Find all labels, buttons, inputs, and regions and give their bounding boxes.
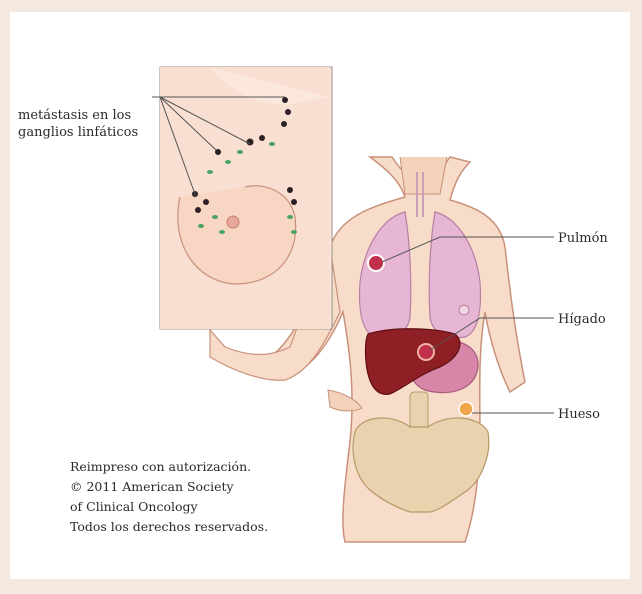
breast-inset: [160, 67, 332, 329]
lung-label: Pulmón: [558, 230, 608, 247]
bone-label: Hueso: [558, 406, 600, 423]
node-green: [269, 142, 275, 146]
node-dot: [281, 121, 287, 127]
copyright-credit: Reimpreso con autorización. © 2011 Ameri…: [70, 457, 268, 537]
node-dot: [195, 207, 201, 213]
credit-line: of Clinical Oncology: [70, 497, 268, 517]
node-green: [287, 215, 293, 219]
node-green: [212, 215, 218, 219]
node-green: [207, 170, 213, 174]
credit-line: Reimpreso con autorización.: [70, 457, 268, 477]
lung-tumor: [368, 255, 384, 271]
credit-line: © 2011 American Society: [70, 477, 268, 497]
node-dot: [247, 139, 254, 146]
lung-spot-2: [459, 305, 469, 315]
liver-label: Hígado: [558, 311, 606, 328]
node-green: [237, 150, 243, 154]
lymph-node-metastasis-label: metástasis en los ganglios linfáticos: [18, 107, 153, 141]
nipple: [227, 216, 239, 228]
node-dot: [287, 187, 293, 193]
bone-tumor: [459, 402, 473, 416]
node-dot: [282, 97, 288, 103]
node-green: [219, 230, 225, 234]
credit-line: Todos los derechos reservados.: [70, 517, 268, 537]
illustration-panel: metástasis en los ganglios linfáticos Pu…: [10, 12, 630, 579]
node-dot: [291, 199, 297, 205]
node-dot: [285, 109, 291, 115]
node-green: [225, 160, 231, 164]
node-dot: [203, 199, 209, 205]
node-green: [291, 230, 297, 234]
liver-tumor: [418, 344, 434, 360]
node-green: [198, 224, 204, 228]
node-dot: [259, 135, 265, 141]
